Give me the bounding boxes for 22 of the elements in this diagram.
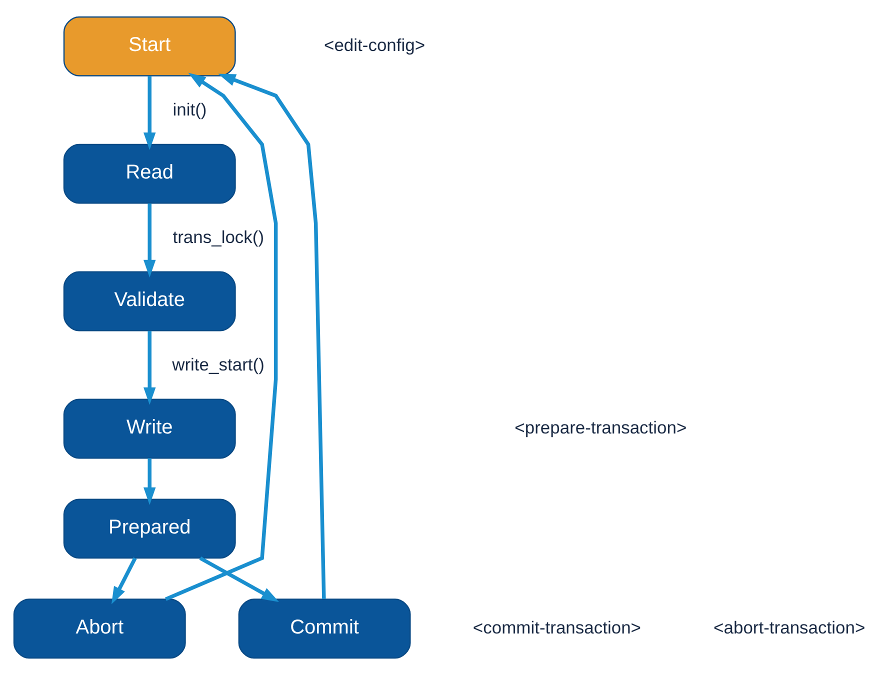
node-box: Commit	[238, 598, 410, 659]
node-box: Write	[62, 398, 236, 459]
arrow	[164, 72, 278, 601]
node-box: Prepared	[62, 498, 236, 559]
label: <prepare-transaction>	[514, 417, 686, 438]
arrow	[142, 330, 156, 405]
arrow	[110, 557, 136, 604]
node-box: Validate	[62, 271, 236, 332]
node-box: Read	[62, 144, 236, 204]
edge-label: init()	[172, 99, 206, 120]
node-box: Start	[62, 16, 236, 76]
node-box: Abort	[12, 598, 186, 659]
label: <commit-transaction>	[472, 617, 641, 638]
edge-label: write_start()	[172, 354, 264, 374]
arrow	[218, 74, 326, 599]
label: <abort-transaction>	[713, 617, 865, 638]
arrow	[142, 458, 156, 505]
arrow	[142, 203, 156, 278]
label: <edit-config>	[323, 34, 425, 55]
arrow	[142, 76, 156, 150]
arrow	[198, 556, 279, 602]
edge-label: trans_lock()	[172, 226, 264, 247]
